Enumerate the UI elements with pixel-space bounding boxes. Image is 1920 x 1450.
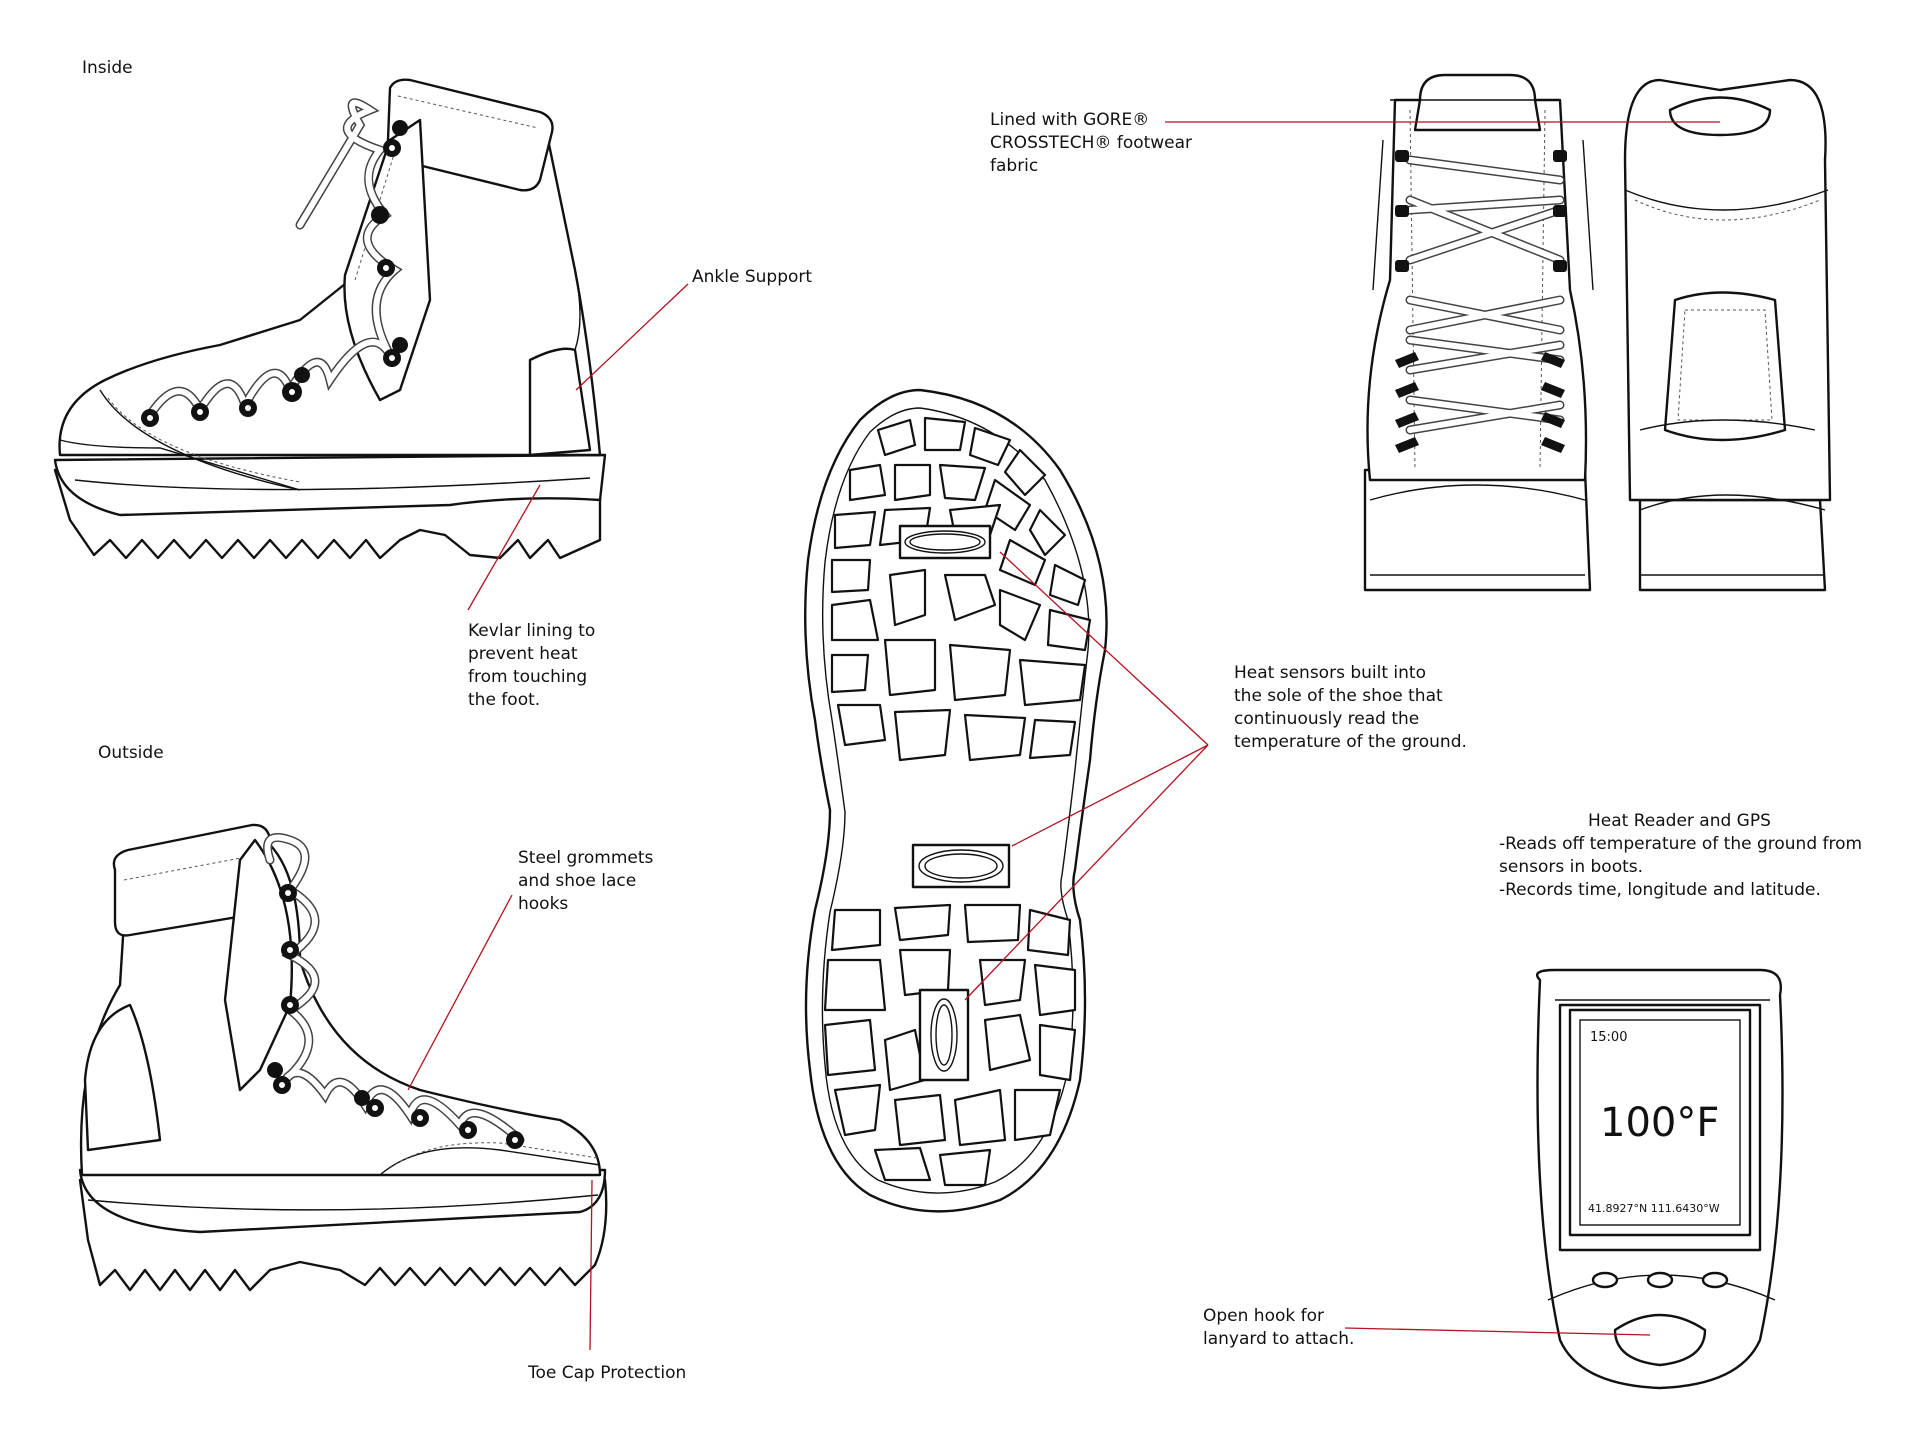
device-button-left[interactable] xyxy=(1591,1271,1619,1289)
device-screen-temperature: 100°F xyxy=(1600,1100,1720,1146)
front-view-laces xyxy=(1405,155,1565,435)
device-button-right[interactable] xyxy=(1701,1271,1729,1289)
front-view-boot xyxy=(1363,73,1594,592)
sole-bottom-view xyxy=(804,388,1108,1213)
sole-heel-lugs xyxy=(823,903,1077,1187)
steel-grommets-label: Steel grommets and shoe lace hooks xyxy=(518,848,654,914)
sole-forefoot-lugs xyxy=(830,416,1092,762)
heat-sensors-label: Heat sensors built into the sole of the … xyxy=(1234,663,1467,752)
heat-reader-description: -Reads off temperature of the ground fro… xyxy=(1499,834,1863,900)
device-screen-coordinates: 41.8927°N 111.6430°W xyxy=(1588,1202,1720,1215)
ankle-support-label: Ankle Support xyxy=(692,267,813,287)
open-hook-label: Open hook for lanyard to attach. xyxy=(1203,1306,1355,1349)
gore-lining-label: Lined with GORE® CROSSTECH® footwear fab… xyxy=(990,110,1193,176)
device-button-center[interactable] xyxy=(1646,1271,1674,1289)
heat-reader-title: Heat Reader and GPS xyxy=(1588,811,1771,831)
toe-cap-label: Toe Cap Protection xyxy=(528,1363,687,1383)
outside-view-title: Outside xyxy=(98,743,164,763)
outside-boot-drawing xyxy=(78,823,608,1292)
front-view-hooks xyxy=(1395,150,1567,453)
heat-reader-device xyxy=(1535,968,1784,1390)
device-screen-time: 15:00 xyxy=(1590,1030,1628,1045)
callout-leader-lines xyxy=(407,121,1720,1351)
kevlar-lining-label: Kevlar lining to prevent heat from touch… xyxy=(468,621,596,710)
back-view-boot xyxy=(1623,78,1832,592)
inside-view-title: Inside xyxy=(82,58,133,78)
inside-boot-drawing xyxy=(53,78,607,560)
